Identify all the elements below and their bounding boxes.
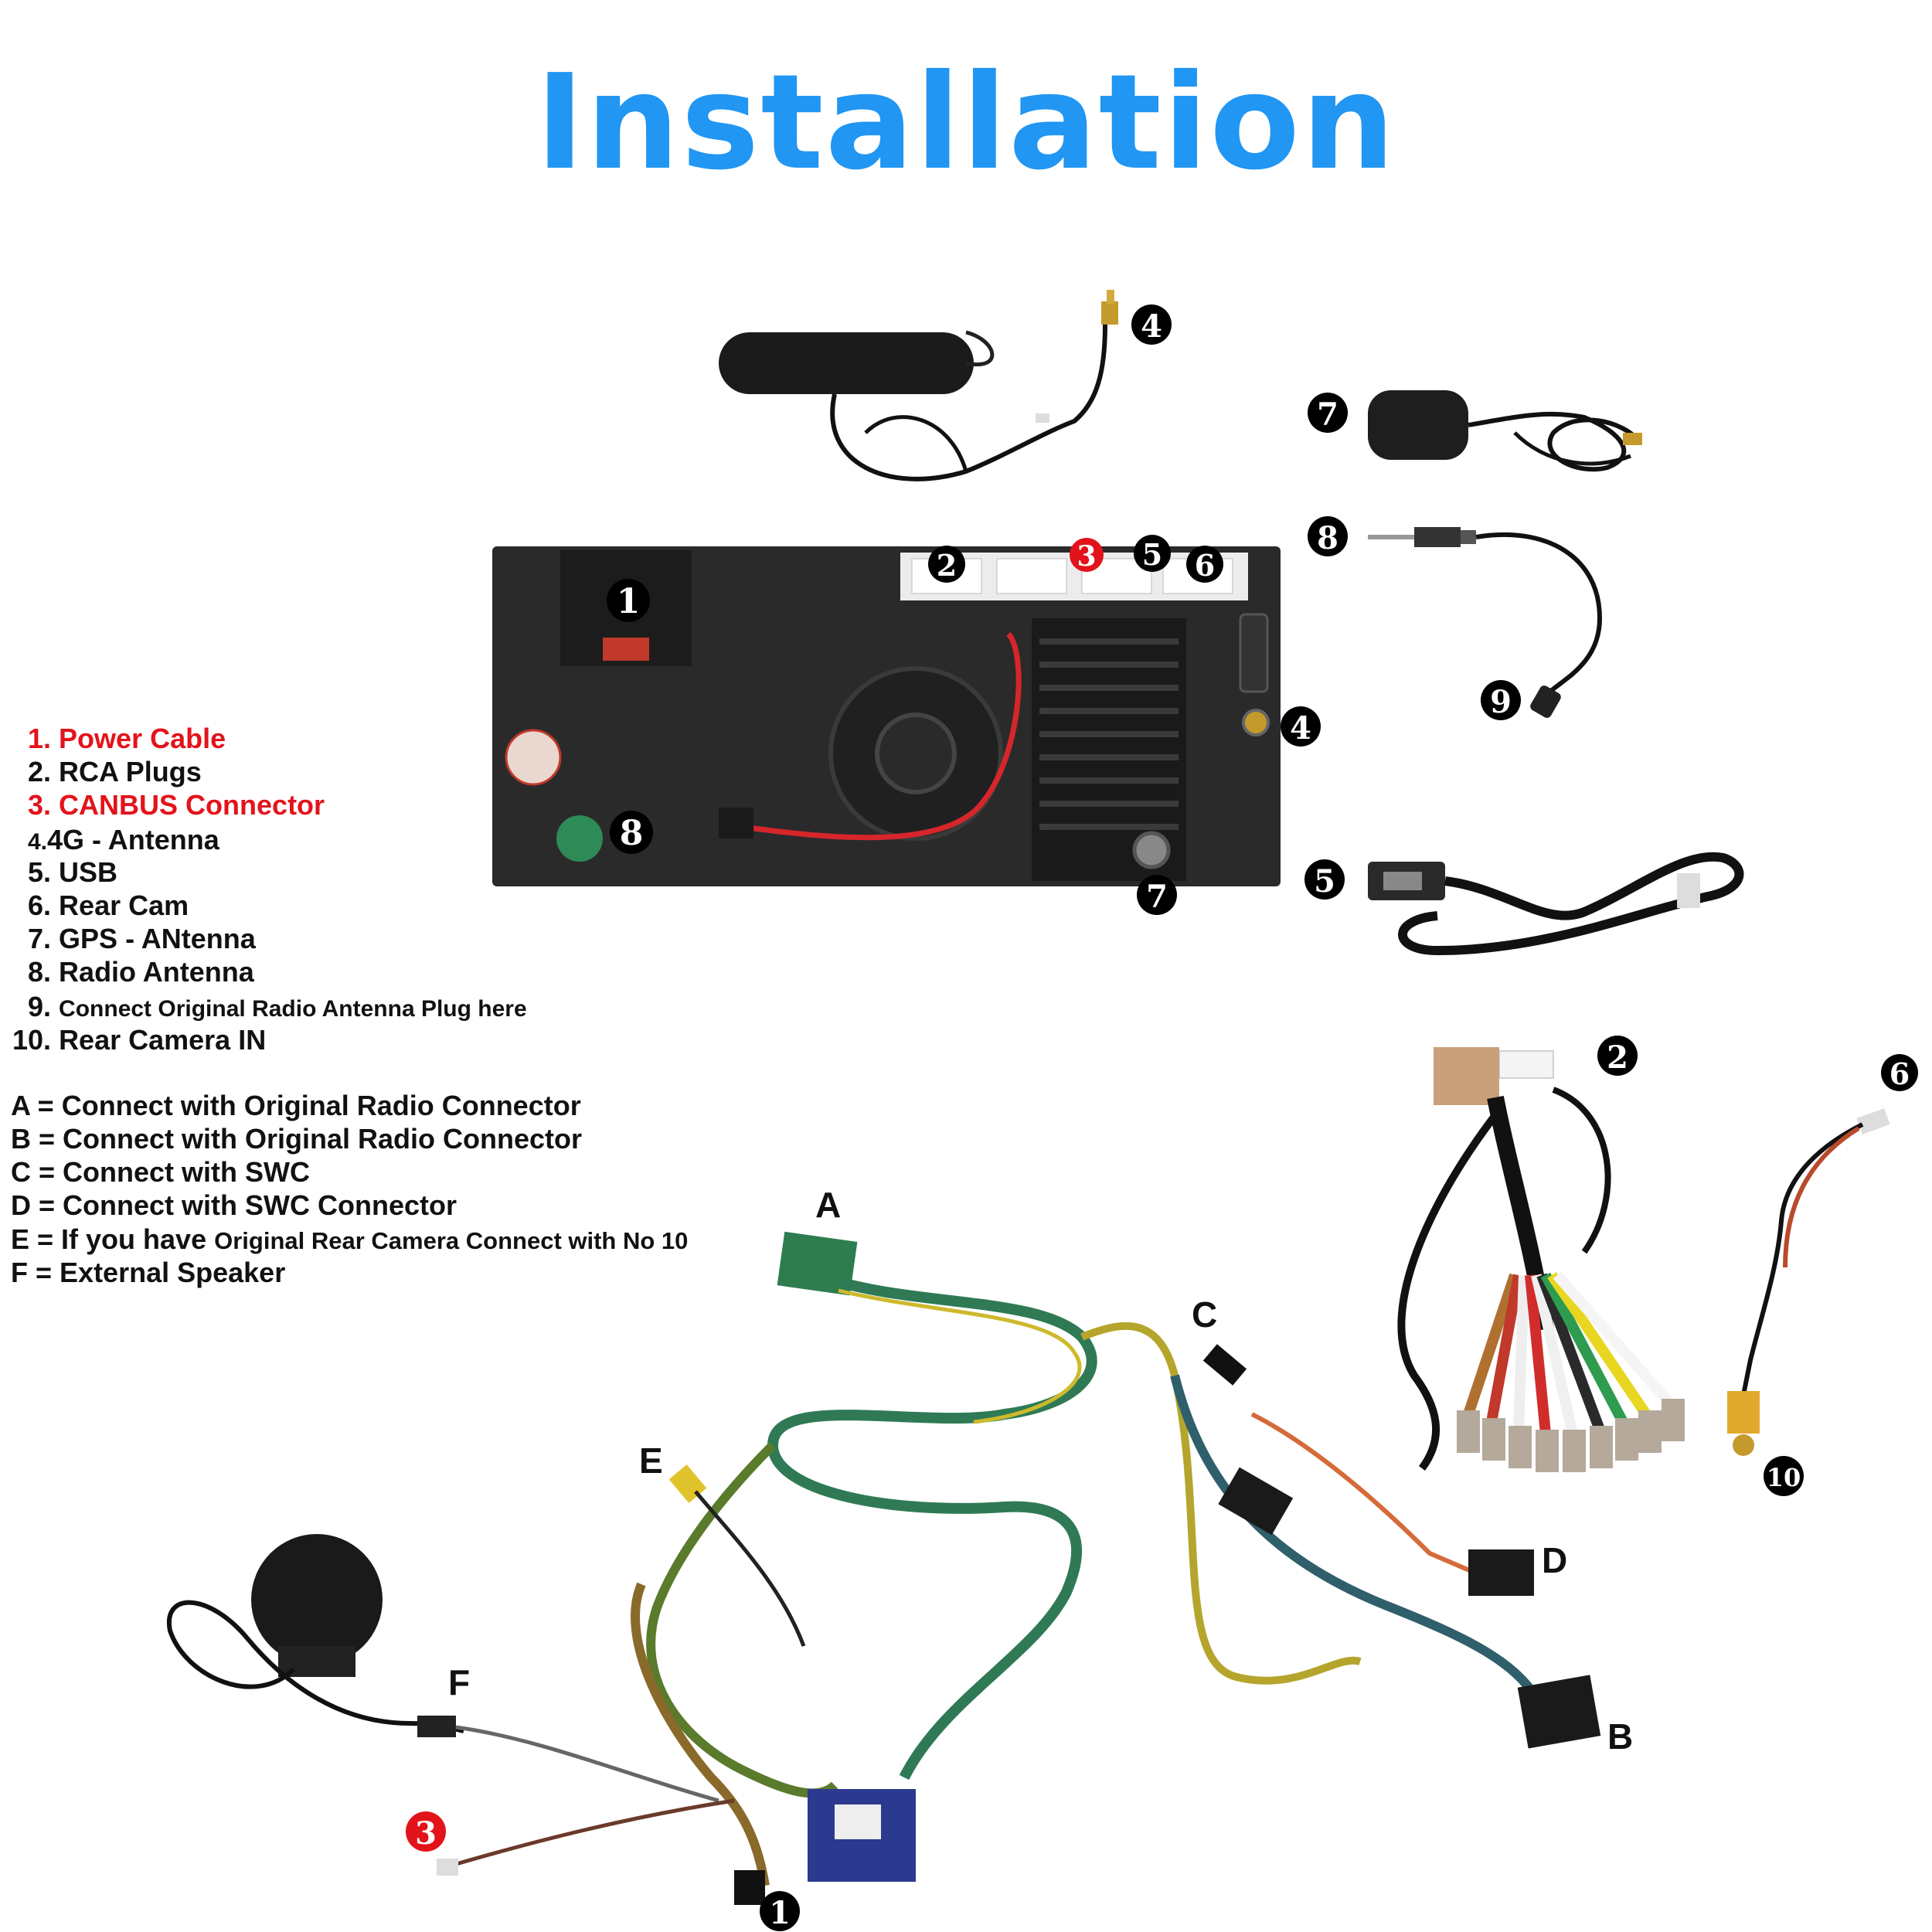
legend-item-8: 8. Radio Antenna bbox=[28, 956, 254, 988]
usb-cable bbox=[1368, 852, 1744, 956]
svg-text:9: 9 bbox=[1490, 684, 1512, 720]
badge-radio-8: 8 bbox=[1308, 516, 1348, 556]
svg-text:5: 5 bbox=[1314, 863, 1335, 900]
legend-item-3: 3. CANBUS Connector bbox=[28, 789, 325, 821]
4g-antenna-cable bbox=[719, 290, 1118, 481]
badge-gps-7: 7 bbox=[1308, 393, 1348, 433]
page-title: Installation bbox=[535, 46, 1397, 199]
badge-unit-1: 1 bbox=[607, 579, 650, 622]
legend-item-2: 2. RCA Plugs bbox=[28, 756, 202, 787]
gps-antenna bbox=[1368, 390, 1642, 472]
legend-item-1: 1. Power Cable bbox=[28, 723, 226, 754]
label-F: F bbox=[448, 1662, 470, 1702]
legend-item-7: 7. GPS - ANtenna bbox=[28, 923, 256, 954]
connector-legend-D: D = Connect with SWC Connector bbox=[11, 1189, 457, 1221]
badge-unit-6: 6 bbox=[1186, 546, 1223, 583]
legend-item-5: 5. USB bbox=[28, 856, 118, 888]
rca-plugs-bundle bbox=[1397, 1047, 1685, 1472]
svg-text:1: 1 bbox=[617, 582, 641, 621]
connector-legend-C: C = Connect with SWC bbox=[11, 1156, 311, 1188]
svg-text:2: 2 bbox=[937, 548, 957, 583]
connector-legend-A: A = Connect with Original Radio Connecto… bbox=[11, 1090, 581, 1121]
badge-unit-5: 5 bbox=[1134, 535, 1171, 572]
label-E: E bbox=[639, 1440, 663, 1481]
connector-legend-E: E = If you have Original Rear Camera Con… bbox=[11, 1223, 689, 1255]
badge-antenna-4: 4 bbox=[1131, 304, 1172, 345]
svg-text:8: 8 bbox=[620, 814, 644, 853]
badge-unit-3: 3 bbox=[1070, 538, 1104, 573]
label-C: C bbox=[1192, 1294, 1217, 1335]
legend-item-6: 6. Rear Cam bbox=[28, 889, 189, 921]
svg-text:1: 1 bbox=[769, 1895, 791, 1931]
legend-item-10: 10. Rear Camera IN bbox=[12, 1024, 267, 1056]
rear-cam-cable bbox=[1727, 1108, 1890, 1456]
badge-power-1: 1 bbox=[760, 1891, 800, 1931]
svg-text:6: 6 bbox=[1195, 548, 1215, 583]
badge-rca-2: 2 bbox=[1597, 1036, 1638, 1076]
svg-text:7: 7 bbox=[1146, 879, 1168, 915]
legend-item-9: 9. Connect Original Radio Antenna Plug h… bbox=[28, 991, 527, 1022]
label-B: B bbox=[1607, 1716, 1633, 1757]
svg-text:5: 5 bbox=[1142, 537, 1162, 572]
svg-text:6: 6 bbox=[1889, 1056, 1910, 1091]
badge-unit-2: 2 bbox=[928, 546, 965, 583]
svg-text:7: 7 bbox=[1317, 396, 1338, 433]
badge-unit-4: 4 bbox=[1281, 706, 1321, 747]
main-wiring-harness bbox=[631, 1231, 1601, 1905]
svg-text:10: 10 bbox=[1767, 1463, 1801, 1492]
connector-legend-B: B = Connect with Original Radio Connecto… bbox=[11, 1123, 583, 1155]
badge-unit-7: 7 bbox=[1137, 875, 1177, 915]
badge-radio-9: 9 bbox=[1481, 680, 1521, 720]
badge-cam-10: 10 bbox=[1764, 1456, 1804, 1496]
head-unit-back bbox=[492, 546, 1281, 886]
badge-canbus-3: 3 bbox=[406, 1811, 446, 1852]
svg-text:4: 4 bbox=[1290, 710, 1311, 747]
badge-unit-8: 8 bbox=[610, 811, 653, 854]
canbus-cable bbox=[437, 1798, 735, 1876]
legend-item-4: 4.4G - Antenna bbox=[28, 824, 219, 855]
radio-antenna-adapter bbox=[1368, 527, 1603, 718]
label-D: D bbox=[1542, 1540, 1567, 1580]
label-A: A bbox=[815, 1185, 841, 1225]
svg-text:3: 3 bbox=[415, 1815, 437, 1852]
external-speaker bbox=[166, 1534, 719, 1803]
svg-text:3: 3 bbox=[1077, 540, 1096, 573]
svg-text:2: 2 bbox=[1607, 1039, 1628, 1076]
svg-text:4: 4 bbox=[1141, 308, 1162, 345]
svg-text:8: 8 bbox=[1317, 520, 1338, 556]
badge-cam-6: 6 bbox=[1881, 1054, 1918, 1091]
connector-legend-F: F = External Speaker bbox=[11, 1257, 286, 1288]
badge-usb-5: 5 bbox=[1304, 859, 1345, 900]
